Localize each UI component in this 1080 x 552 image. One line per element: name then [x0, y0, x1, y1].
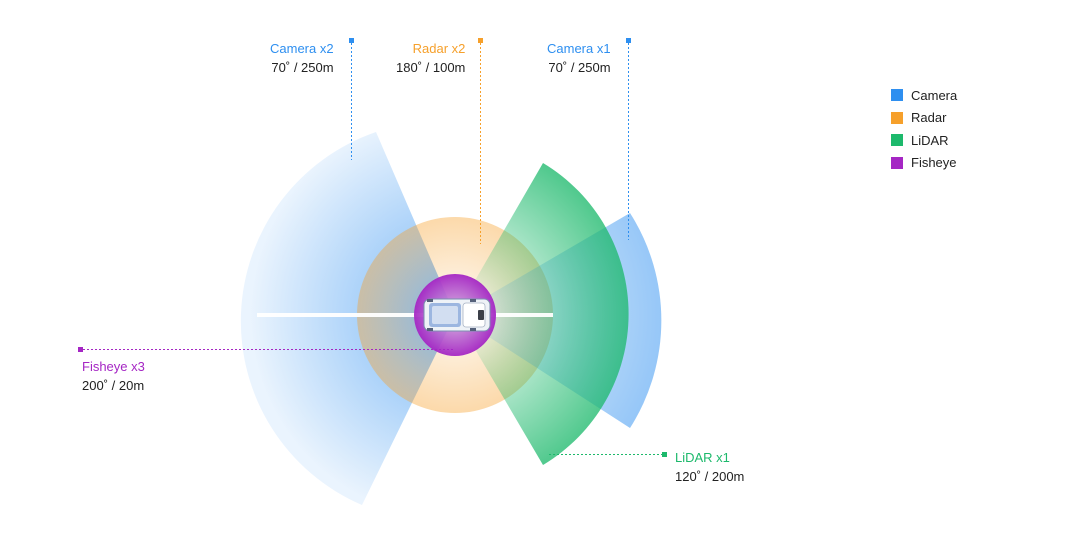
camera-x1-spec: 70˚ / 250m [548, 60, 611, 75]
legend: Camera Radar LiDAR Fisheye [891, 84, 957, 174]
legend-label-lidar: LiDAR [911, 132, 949, 148]
lidar-x1-callout: LiDAR x1 120˚ / 200m [675, 450, 744, 485]
radar-x2-spec: 180˚ / 100m [396, 60, 466, 75]
legend-label-camera: Camera [911, 87, 958, 103]
camera-x2-spec: 70˚ / 250m [271, 60, 334, 75]
radar-x2-callout: Radar x2 180˚ / 100m [396, 41, 465, 76]
fisheye-x3-leader [78, 347, 454, 352]
lidar-x1-name: LiDAR x1 [675, 450, 730, 465]
radar-x2-name: Radar x2 [412, 41, 466, 56]
legend-label-radar: Radar [911, 110, 947, 126]
vehicle-icon [423, 298, 491, 332]
camera-x2-name: Camera x2 [270, 41, 334, 56]
camera-x1-callout: Camera x1 70˚ / 250m [547, 41, 611, 76]
legend-swatch-lidar [891, 134, 903, 147]
camera-x1-name: Camera x1 [547, 41, 611, 56]
lidar-x1-leader [549, 452, 667, 457]
fisheye-x3-name: Fisheye x3 [82, 359, 145, 374]
legend-swatch-fisheye [891, 156, 903, 169]
legend-item-radar: Radar [891, 107, 957, 130]
legend-swatch-camera [891, 89, 903, 102]
legend-item-lidar: LiDAR [891, 129, 957, 152]
legend-swatch-radar [891, 111, 903, 124]
legend-item-fisheye: Fisheye [891, 152, 957, 175]
axis-line [257, 313, 553, 317]
camera-x1-leader [626, 38, 631, 240]
fisheye-x3-spec: 200˚ / 20m [82, 378, 145, 393]
lidar-x1-spec: 120˚ / 200m [675, 469, 745, 484]
camera-x2-callout: Camera x2 70˚ / 250m [270, 41, 334, 76]
camera-rear-coverage [240, 132, 455, 505]
camera-x2-leader [349, 38, 354, 160]
radar-x2-leader [478, 38, 483, 244]
legend-item-camera: Camera [891, 84, 957, 107]
legend-label-fisheye: Fisheye [911, 155, 957, 171]
fisheye-x3-callout: Fisheye x3 200˚ / 20m [82, 359, 145, 394]
